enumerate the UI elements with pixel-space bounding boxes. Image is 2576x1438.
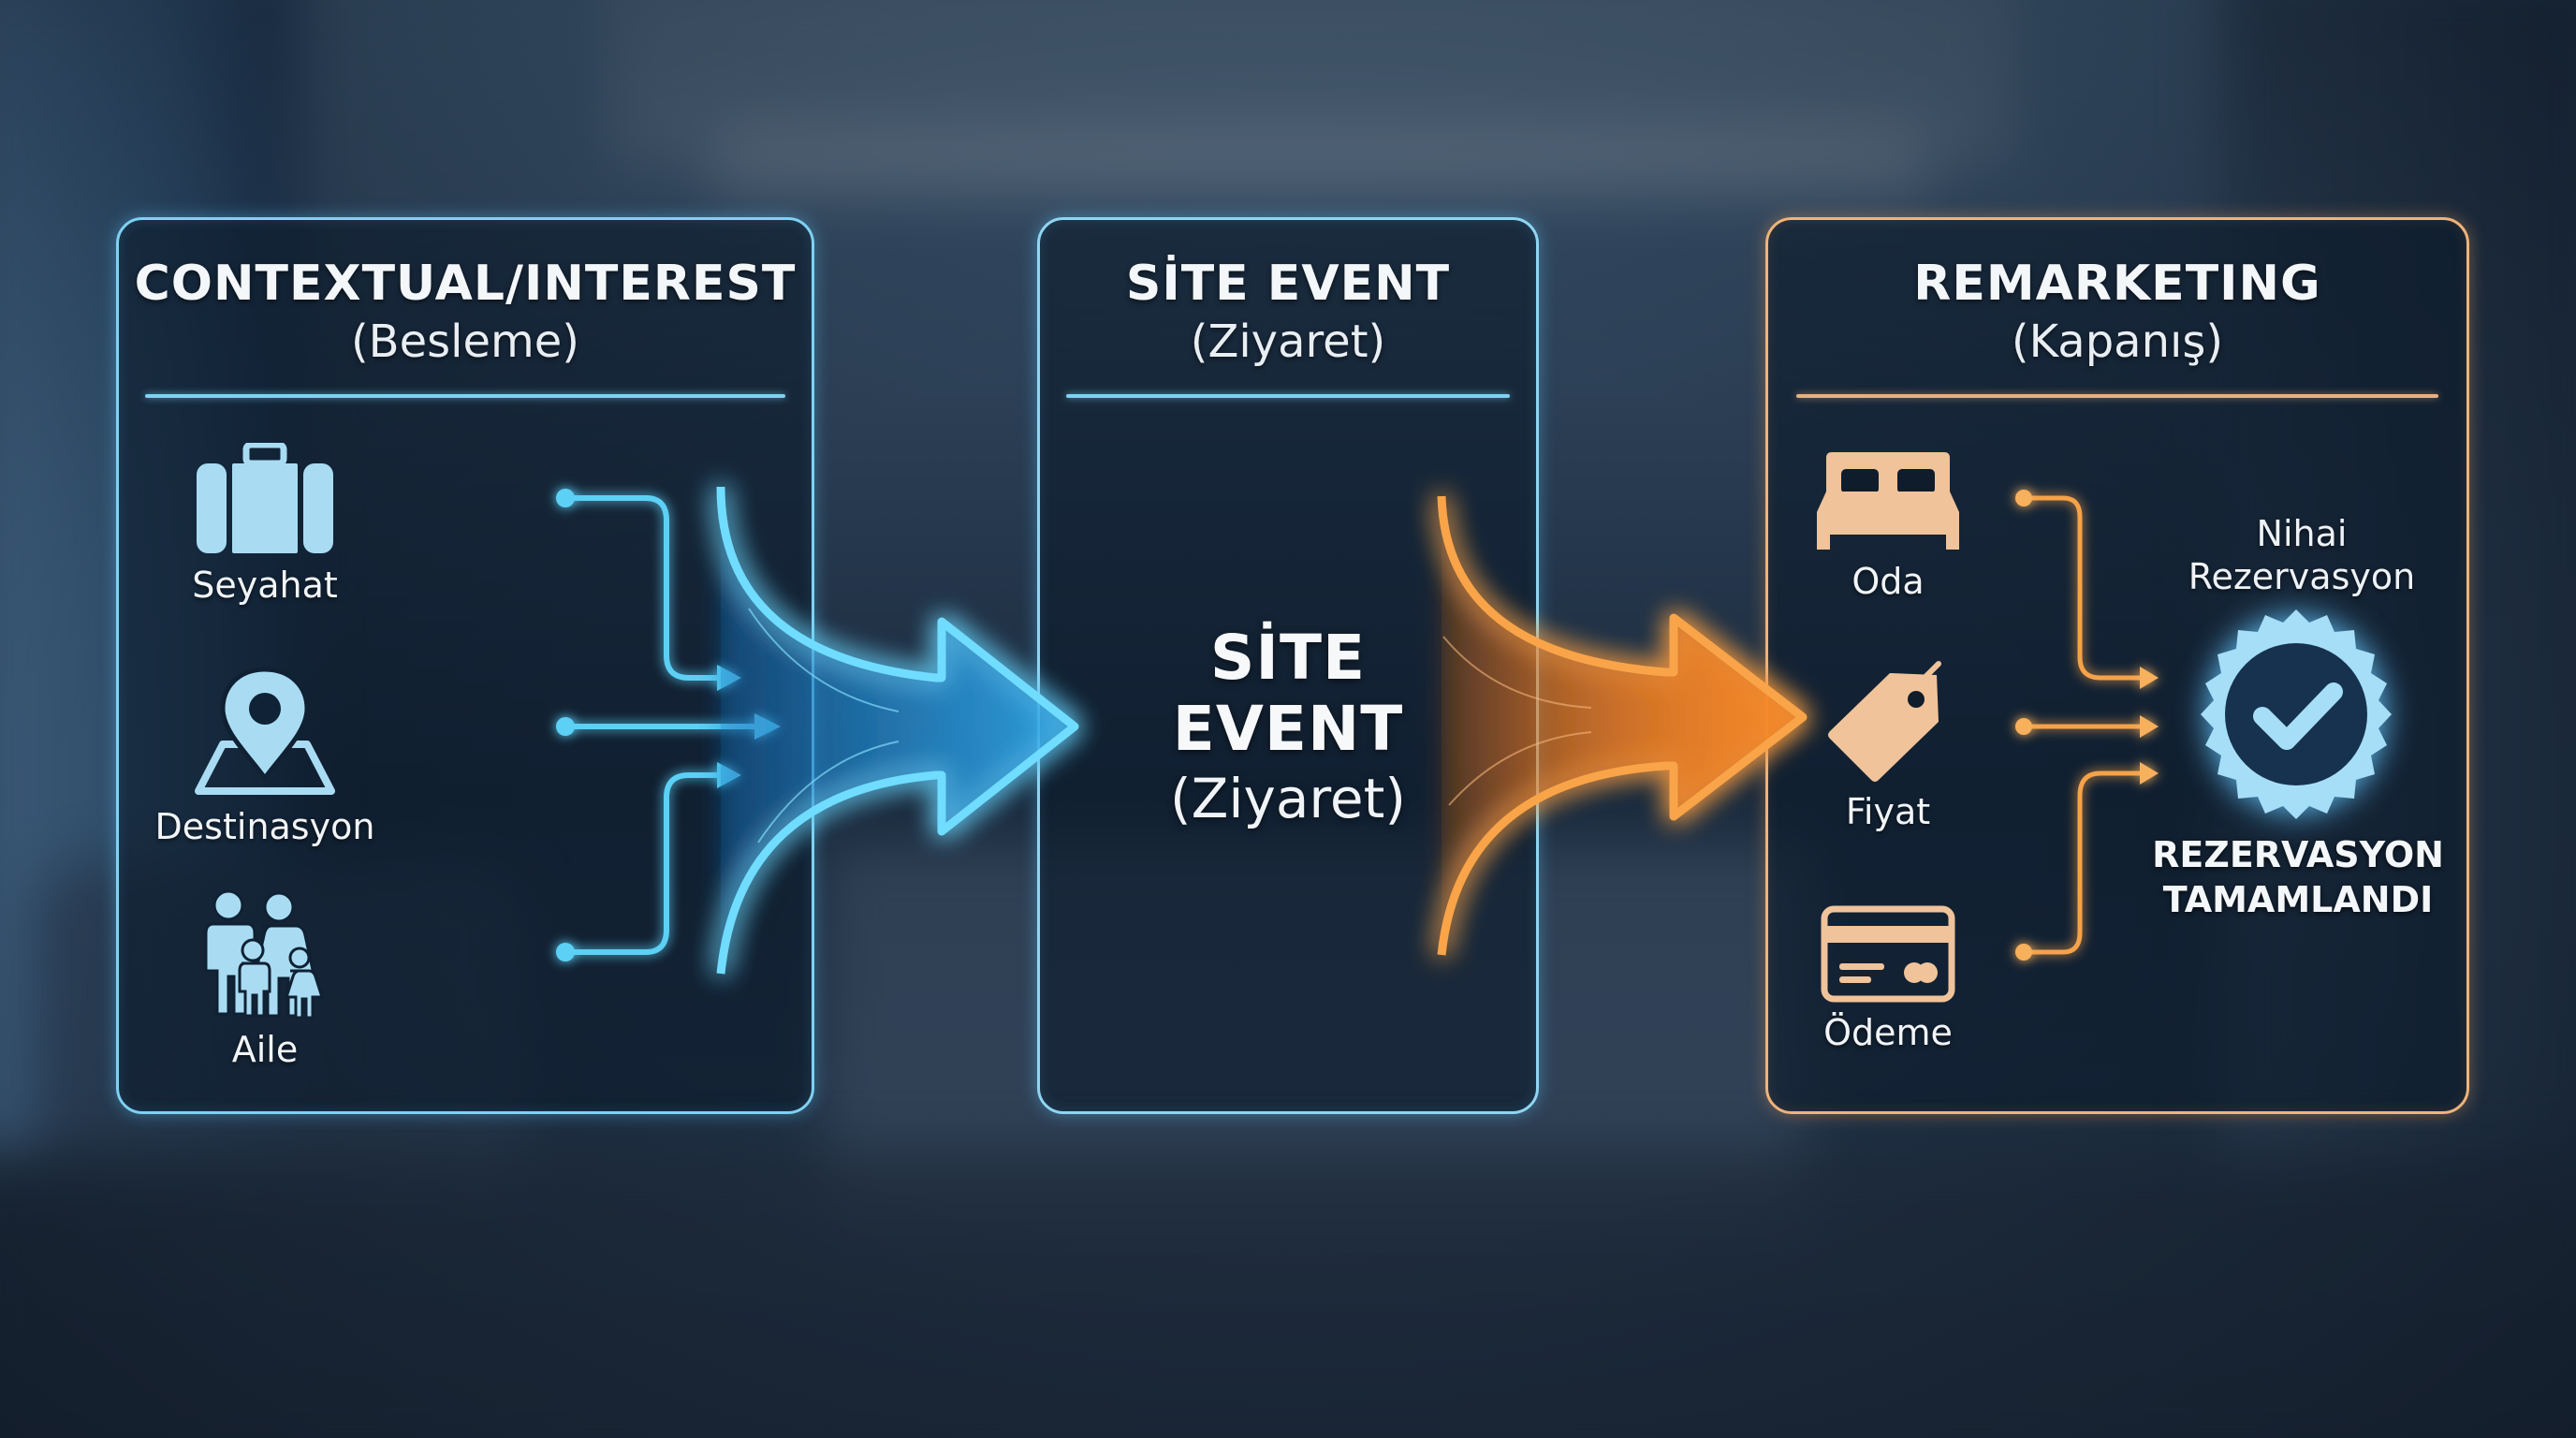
stage-title: REMARKETING	[1913, 256, 2321, 312]
item-label: Oda	[1852, 561, 1925, 602]
stage-title: SİTE EVENT	[1125, 256, 1451, 312]
stage-panel-contextual-interest: CONTEXTUAL/INTEREST (Besleme) Seyahat De…	[116, 217, 814, 1114]
item-aile: Aile	[143, 888, 387, 1070]
item-label: Aile	[231, 1029, 299, 1070]
center-title-line-2: EVENT	[1172, 693, 1404, 765]
item-label: Seyahat	[192, 565, 338, 606]
stage-panel-remarketing: REMARKETING (Kapanış) Oda Fiyat	[1765, 217, 2469, 1114]
suitcase-icon	[197, 443, 333, 553]
item-odeme: Ödeme	[1766, 905, 2010, 1053]
stage-subtitle: (Kapanış)	[2011, 315, 2224, 368]
price-tag-icon	[1828, 661, 1941, 782]
final-label-line-1: Nihai	[2256, 513, 2348, 554]
center-title-line-1: SİTE	[1209, 622, 1367, 694]
final-label-line-2: Rezervasyon	[2188, 556, 2416, 597]
family-icon	[204, 889, 325, 1020]
status-line-2: TAMAMLANDI	[2162, 879, 2434, 920]
item-oda: Oda	[1766, 447, 2010, 602]
stage-subtitle: (Ziyaret)	[1190, 315, 1386, 368]
stage-panel-site-event: SİTE EVENT (Ziyaret) SİTE EVENT (Ziyaret…	[1037, 217, 1539, 1114]
verified-badge-check-icon	[2201, 609, 2392, 819]
stage-title: CONTEXTUAL/INTEREST	[134, 256, 797, 312]
bed-icon	[1817, 452, 1959, 550]
item-destinasyon: Destinasyon	[143, 668, 387, 847]
map-pin-icon	[195, 668, 335, 795]
divider	[1066, 394, 1510, 398]
item-fiyat: Fiyat	[1766, 660, 2010, 832]
item-label: Destinasyon	[154, 806, 375, 847]
stage-subtitle: (Besleme)	[350, 315, 580, 368]
item-label: Fiyat	[1845, 791, 1931, 832]
reservation-completed-status: REZERVASYON TAMAMLANDI	[2139, 832, 2457, 922]
credit-card-icon	[1821, 905, 1955, 1003]
divider	[145, 394, 785, 398]
item-label: Ödeme	[1823, 1012, 1953, 1053]
center-subtitle: (Ziyaret)	[1170, 767, 1406, 830]
final-reservation-label: Nihai Rezervasyon	[2161, 512, 2442, 598]
divider	[1796, 394, 2438, 398]
status-line-1: REZERVASYON	[2152, 834, 2444, 875]
item-seyahat: Seyahat	[143, 443, 387, 606]
